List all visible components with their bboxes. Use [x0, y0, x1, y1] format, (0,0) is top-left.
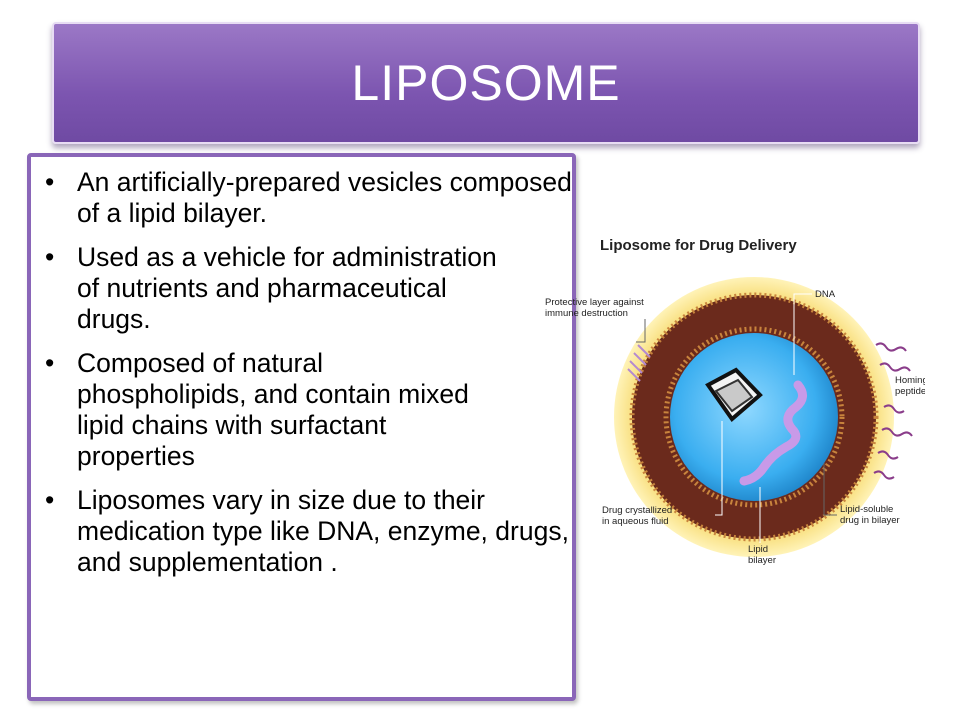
slide-title: LIPOSOME	[351, 55, 621, 111]
protective-fringe	[627, 344, 651, 382]
bullet-item: • Liposomes vary in size due to their me…	[31, 485, 572, 578]
drug-crystal-icon	[705, 367, 763, 422]
label-drug-crystallized-2: in aqueous fluid	[602, 516, 669, 527]
label-homing-2: peptide	[895, 386, 925, 397]
leader-lipid-soluble	[823, 463, 837, 516]
leader-protective	[636, 319, 646, 343]
label-lipid-2: bilayer	[748, 555, 776, 566]
bullet-text: An artificially-prepared vesicles compos…	[77, 167, 572, 228]
label-lipid-1: Lipid	[748, 544, 768, 555]
leader-drug-crystal	[715, 421, 723, 516]
label-dna: DNA	[815, 289, 836, 300]
bullet-dot: •	[45, 167, 55, 197]
bullet-text: Used as a vehicle for administration of …	[77, 242, 497, 334]
bilayer-heads-outer	[629, 292, 879, 542]
bullet-item: • An artificially-prepared vesicles comp…	[31, 167, 572, 229]
aqueous-core	[670, 333, 838, 501]
leader-dna	[793, 293, 812, 375]
label-lipid-soluble-1: Lipid-soluble	[840, 504, 893, 515]
bullet-dot: •	[45, 242, 55, 272]
figure-title: Liposome for Drug Delivery	[600, 237, 797, 254]
label-drug-crystallized-1: Drug crystallized	[602, 505, 672, 516]
label-protective-2: immune destruction	[545, 308, 628, 319]
content-box: • An artificially-prepared vesicles comp…	[27, 153, 576, 701]
homing-peptide-icons	[873, 342, 913, 480]
label-lipid-soluble-2: drug in bilayer	[840, 515, 900, 526]
bullet-item: • Used as a vehicle for administration o…	[31, 242, 572, 335]
bullet-text: Liposomes vary in size due to their medi…	[77, 485, 569, 577]
liposome-diagram: Liposome for Drug Delivery	[545, 237, 928, 566]
liposome-figure: Liposome for Drug Delivery	[540, 225, 928, 575]
bullet-list: • An artificially-prepared vesicles comp…	[31, 157, 572, 578]
bullet-text: Composed of natural phospholipids, and c…	[77, 348, 469, 471]
bilayer-heads-inner	[663, 326, 845, 508]
label-homing-1: Homing	[895, 375, 925, 386]
bullet-dot: •	[45, 348, 55, 378]
label-protective-1: Protective layer against	[545, 297, 644, 308]
title-bar: LIPOSOME	[52, 22, 920, 144]
dna-coil-icon	[739, 380, 807, 486]
bullet-dot: •	[45, 485, 55, 515]
bullet-item: • Composed of natural phospholipids, and…	[31, 348, 572, 472]
